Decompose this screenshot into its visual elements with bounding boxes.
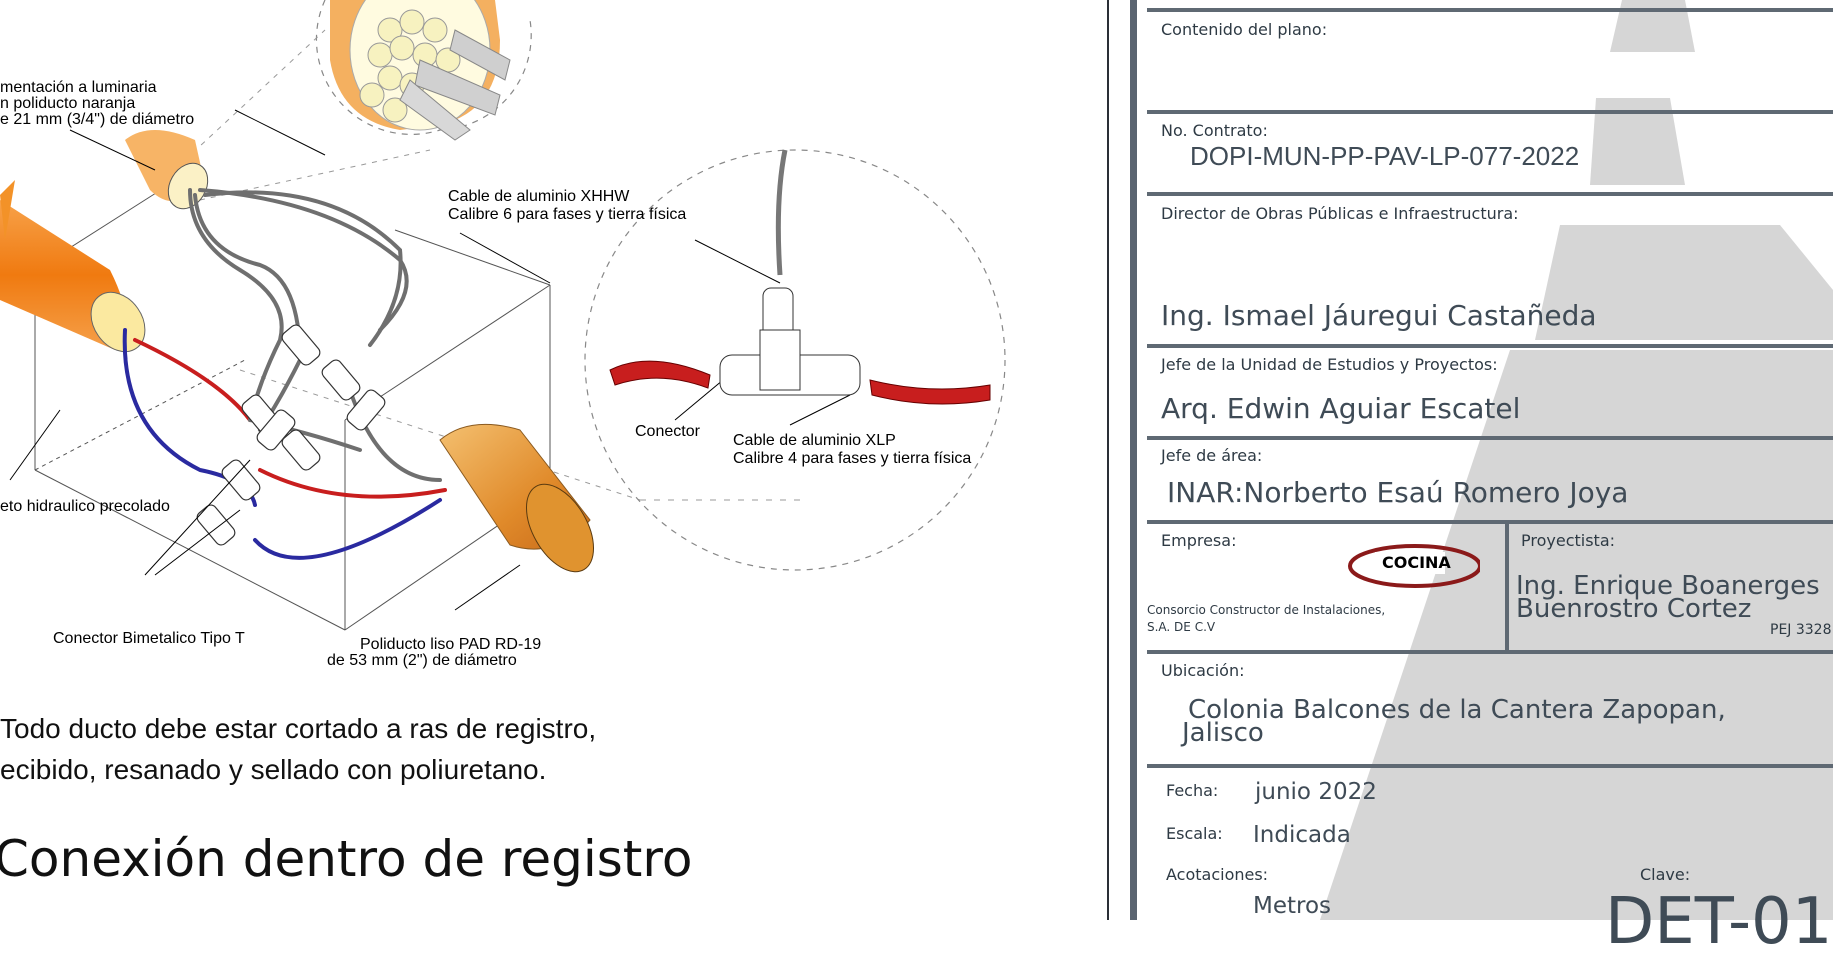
contrato-label: No. Contrato: (1161, 121, 1268, 140)
clave-label: Clave: (1640, 865, 1691, 884)
box-cables (122, 188, 447, 560)
empresa-name-1: Consorcio Constructor de Instalaciones, (1147, 603, 1386, 617)
label-cable-xhhw-2: Calibre 6 para fases y tierra física (448, 206, 687, 223)
label-alimentacion-1: mentación a luminaria (0, 79, 157, 96)
poliducto-pad (439, 423, 595, 573)
acotaciones-label: Acotaciones: (1166, 865, 1269, 884)
jefe-unidad-value: Arq. Edwin Aguiar Escatel (1161, 392, 1521, 425)
cable-detail-circle (315, 0, 532, 141)
ubicacion-label: Ubicación: (1161, 661, 1245, 680)
connector-detail-circle (584, 149, 1006, 571)
empresa-name-2: S.A. DE C.V (1147, 620, 1216, 634)
escala-value: Indicada (1253, 822, 1351, 848)
fecha-label: Fecha: (1166, 781, 1219, 800)
jefe-area-value: INAR:Norberto Esaú Romero Joya (1167, 476, 1629, 509)
watermark (1320, 0, 1833, 920)
label-cable-xhhw-1: Cable de aluminio XHHW (448, 188, 630, 205)
empresa-logo: COCINA (1330, 540, 1482, 592)
rule (1147, 110, 1833, 114)
label-conector-bimetalico: Conector Bimetalico Tipo T (53, 630, 245, 647)
ubicacion-value-1: Colonia Balcones de la Cantera Zapopan, (1188, 695, 1726, 725)
clave-value: DET-01 (1605, 885, 1833, 959)
detail-title: Conexión dentro de registro (0, 830, 693, 888)
bimetalic-connectors (196, 324, 386, 546)
rule (1147, 192, 1833, 196)
rule (1147, 436, 1833, 440)
label-alimentacion-2: n poliducto naranja (0, 95, 136, 112)
proyectista-id: PEJ 3328 (1770, 622, 1832, 638)
title-block (1130, 0, 1833, 920)
label-poliducto-1: Poliducto liso PAD RD-19 (360, 636, 542, 653)
director-label: Director de Obras Públicas e Infraestruc… (1161, 204, 1519, 223)
empresa-label: Empresa: (1161, 531, 1237, 550)
empresa-logo-text: COCINA (1382, 553, 1451, 572)
escala-label: Escala: (1166, 824, 1223, 843)
registro-box (34, 164, 551, 631)
sheet-border (1107, 0, 1109, 920)
proyectista-label: Proyectista: (1521, 531, 1616, 550)
proyectista-value-1: Ing. Enrique Boanerges (1516, 571, 1820, 601)
rule (1147, 650, 1833, 654)
contenido-label: Contenido del plano: (1161, 20, 1328, 39)
orange-conduit-left (0, 180, 146, 353)
connection-diagram (0, 0, 1006, 631)
label-alimentacion-3: e 21 mm (3/4") de diámetro (0, 111, 195, 128)
label-cable-xlp-1: Cable de aluminio XLP (733, 432, 896, 449)
rule (1147, 8, 1833, 12)
label-conector: Conector (635, 423, 700, 440)
jefe-area-label: Jefe de área: (1161, 446, 1263, 465)
rule (1147, 520, 1833, 524)
vrule (1505, 524, 1509, 650)
proyectista-value-2: Buenrostro Cortez (1516, 594, 1752, 624)
acotaciones-value: Metros (1253, 893, 1332, 919)
jefe-unidad-label: Jefe de la Unidad de Estudios y Proyecto… (1161, 355, 1498, 374)
rule (1147, 764, 1833, 768)
label-cable-xlp-2: Calibre 4 para fases y tierra física (733, 450, 972, 467)
fecha-value: junio 2022 (1255, 779, 1377, 805)
note-line-2: ecibido, resanado y sellado con poliuret… (0, 754, 547, 785)
director-value: Ing. Ismael Jáuregui Castañeda (1161, 299, 1597, 332)
note-line-1: Todo ducto debe estar cortado a ras de r… (0, 713, 597, 744)
label-poliducto-2: de 53 mm (2") de diámetro (327, 652, 517, 669)
detail-drawing: mentación a luminaria n poliducto naranj… (0, 0, 1006, 888)
label-registro: eto hidraulico precolado (0, 498, 170, 515)
orange-conduit-small (125, 130, 209, 210)
contrato-value: DOPI-MUN-PP-PAV-LP-077-2022 (1190, 141, 1580, 171)
rule (1147, 344, 1833, 348)
ubicacion-value-2: Jalisco (1182, 718, 1264, 748)
